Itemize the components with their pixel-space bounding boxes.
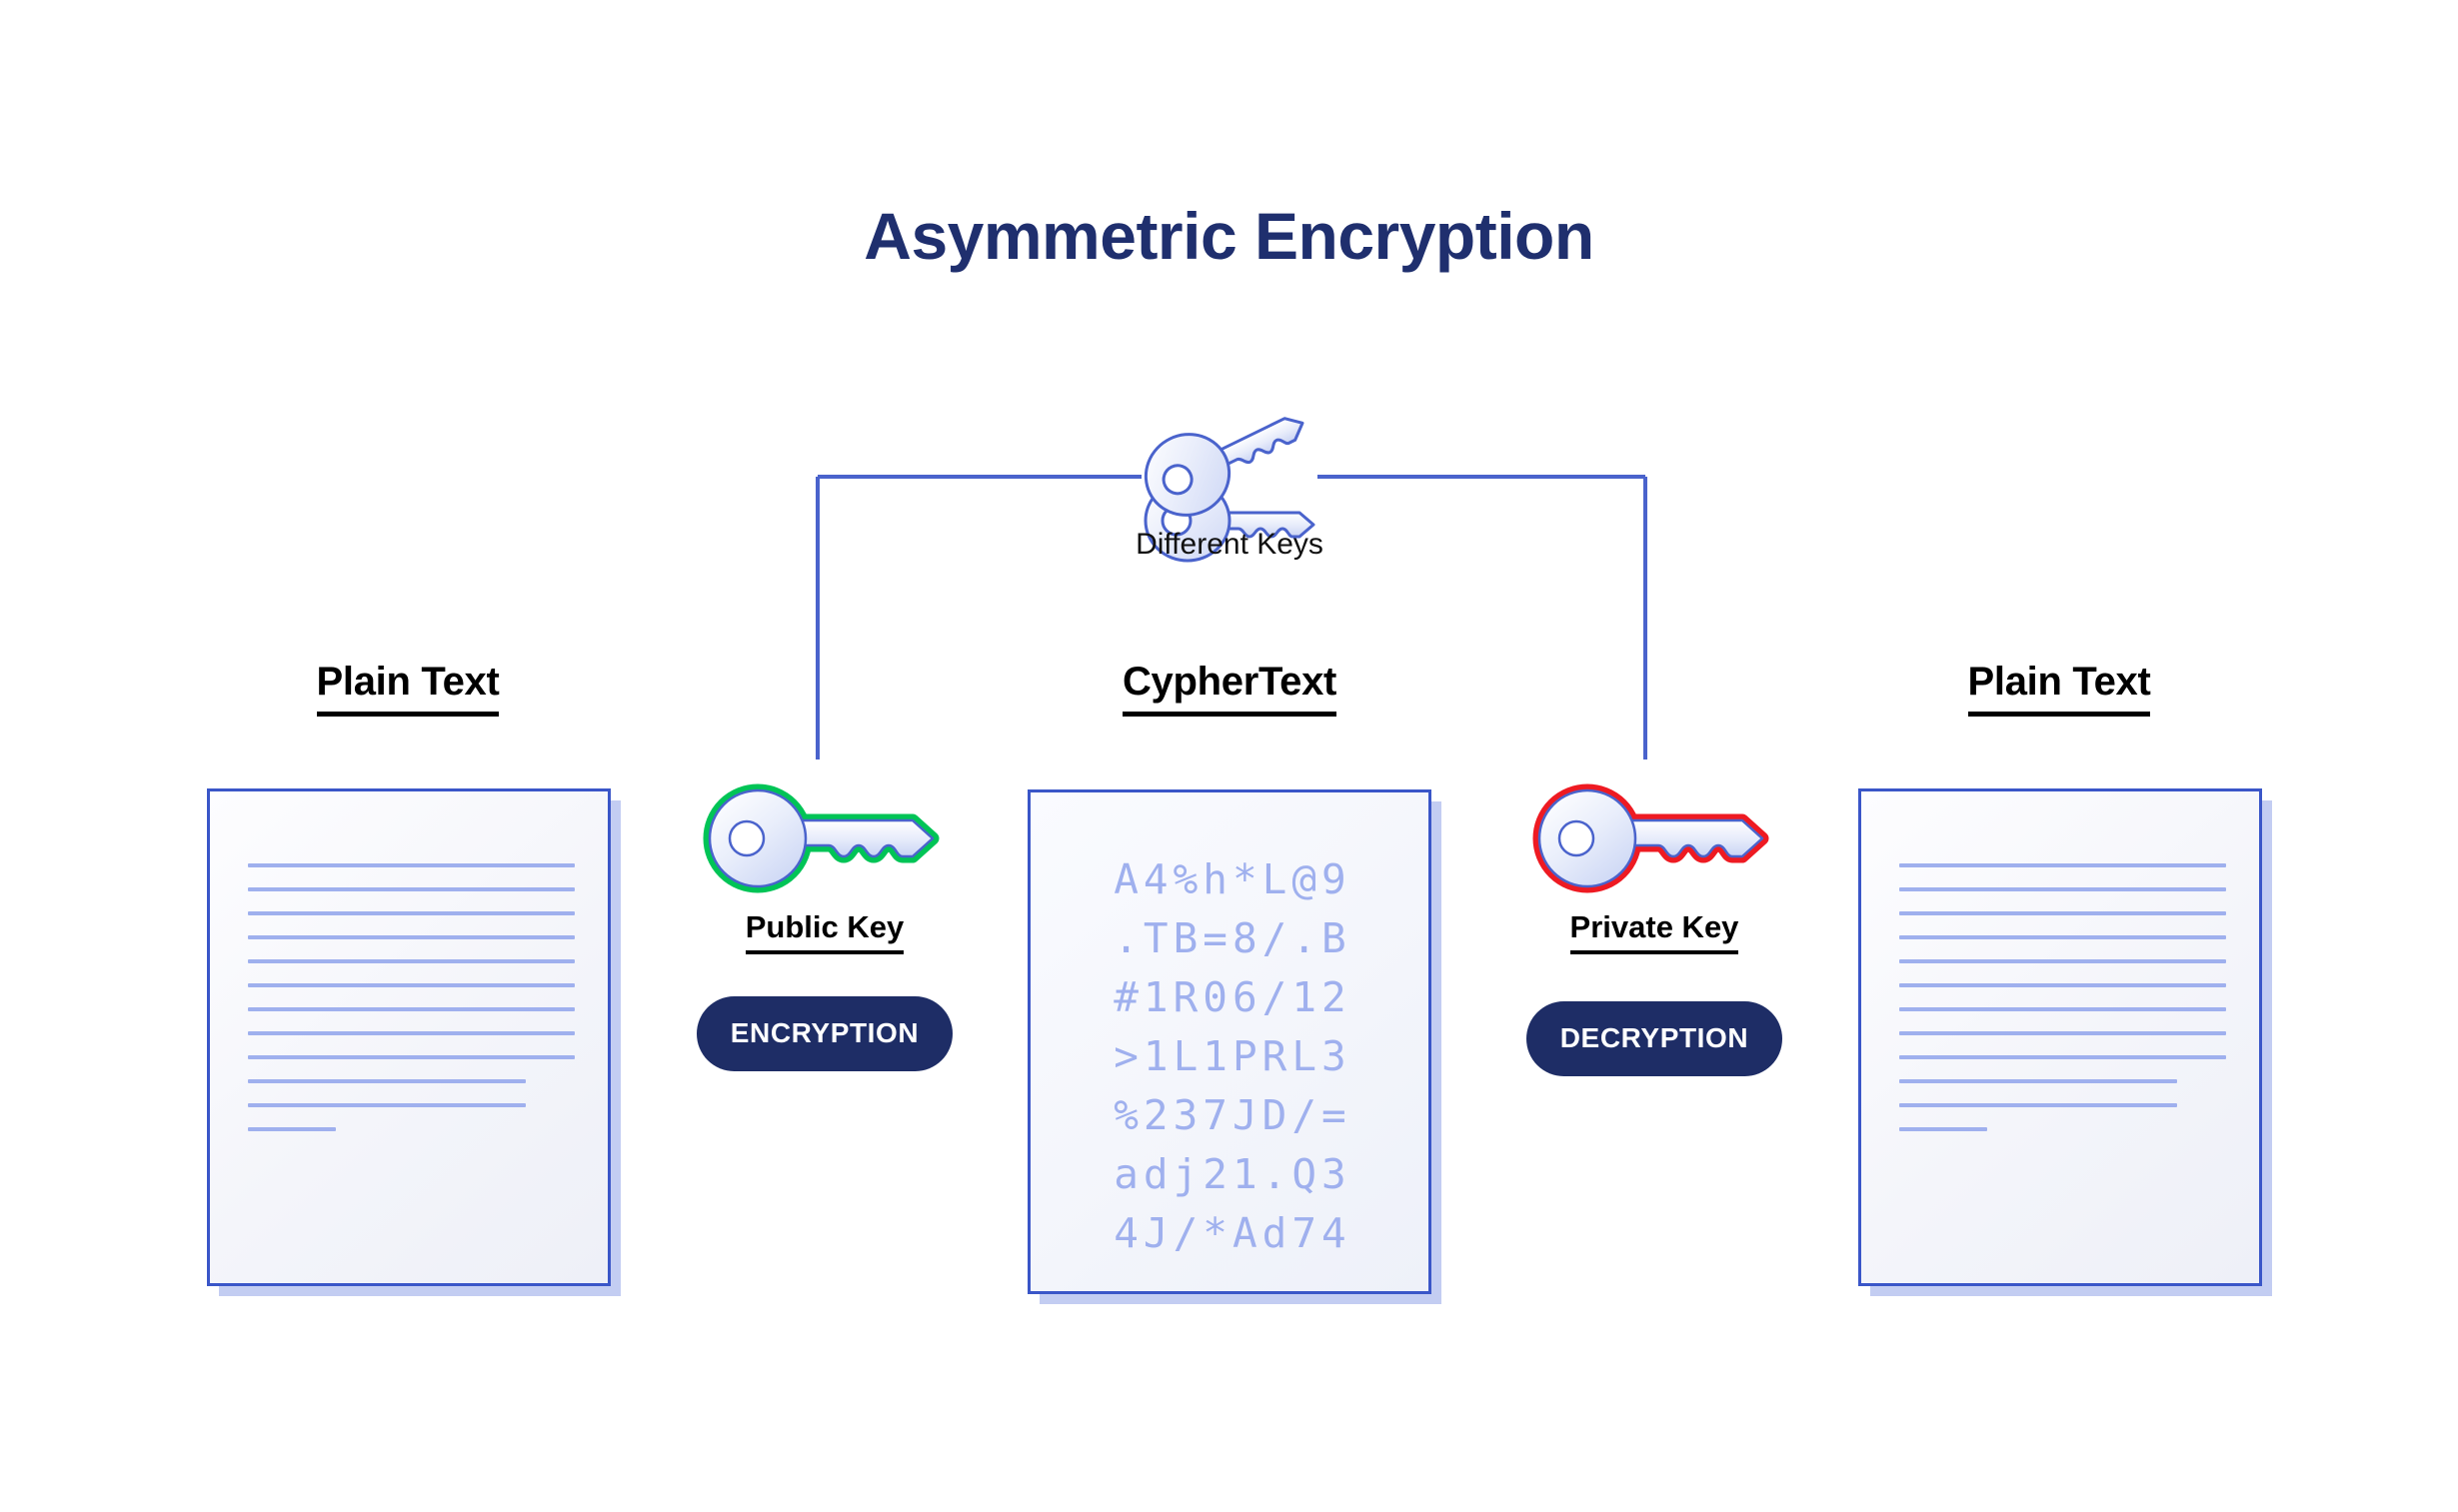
public-key-label: Public Key: [690, 909, 960, 954]
document-text-line: [1899, 863, 2226, 867]
private-key-label: Private Key: [1519, 909, 1789, 954]
heading-plain-text-left-text: Plain Text: [316, 660, 500, 717]
private-key-label-text: Private Key: [1569, 909, 1739, 954]
document-text-line: [248, 983, 575, 987]
different-keys-label: Different Keys: [1136, 528, 1323, 561]
document-text-line: [248, 935, 575, 939]
decryption-button[interactable]: DECRYPTION: [1525, 1001, 1783, 1076]
document-text-line: [1899, 935, 2226, 939]
key-icon: [690, 783, 960, 893]
plain-text-document-left: [207, 788, 611, 1286]
document-text-line: [1899, 1127, 1988, 1131]
document-text-line: [248, 1007, 575, 1011]
public-key-column: Public Key ENCRYPTION: [690, 783, 960, 1071]
document-text-line: [248, 911, 575, 915]
cypher-text-content: A4%h*L@9 .TB=8/.B #1R06/12 >1L1PRL3 %237…: [1114, 855, 1351, 1257]
public-key-label-text: Public Key: [745, 909, 905, 954]
document-text-line: [1899, 1103, 2177, 1107]
heading-plain-text-right: Plain Text: [1819, 660, 2299, 717]
document-text-line: [1899, 959, 2226, 963]
document-text-line: [248, 959, 575, 963]
document-text-line: [1899, 1055, 2226, 1059]
document-text-line: [1899, 1007, 2226, 1011]
private-key-column: Private Key DECRYPTION: [1519, 783, 1789, 1076]
document-text-line: [248, 863, 575, 867]
cypher-text-card: A4%h*L@9 .TB=8/.B #1R06/12 >1L1PRL3 %237…: [1028, 789, 1431, 1294]
document-text-line: [248, 1055, 575, 1059]
document-text-line: [1899, 1031, 2226, 1035]
document-text-line: [248, 887, 575, 891]
document-text-line: [1899, 1079, 2177, 1083]
document-text-line: [1899, 983, 2226, 987]
document-text-line: [248, 1031, 575, 1035]
document-text-line: [248, 1127, 337, 1131]
key-icon: [1519, 783, 1789, 893]
document-lines-left: [248, 863, 575, 1151]
document-text-line: [1899, 887, 2226, 891]
different-keys-icon: [1115, 395, 1344, 575]
heading-cypher-text-text: CypherText: [1122, 660, 1336, 717]
document-text-line: [248, 1103, 526, 1107]
plain-text-document-right: [1858, 788, 2262, 1286]
heading-cypher-text: CypherText: [1028, 660, 1431, 717]
document-text-line: [1899, 911, 2226, 915]
page-title: Asymmetric Encryption: [864, 199, 1594, 273]
document-text-line: [248, 1079, 526, 1083]
heading-plain-text-left: Plain Text: [168, 660, 648, 717]
encryption-button[interactable]: ENCRYPTION: [696, 996, 954, 1071]
heading-plain-text-right-text: Plain Text: [1967, 660, 2151, 717]
document-lines-right: [1899, 863, 2226, 1151]
